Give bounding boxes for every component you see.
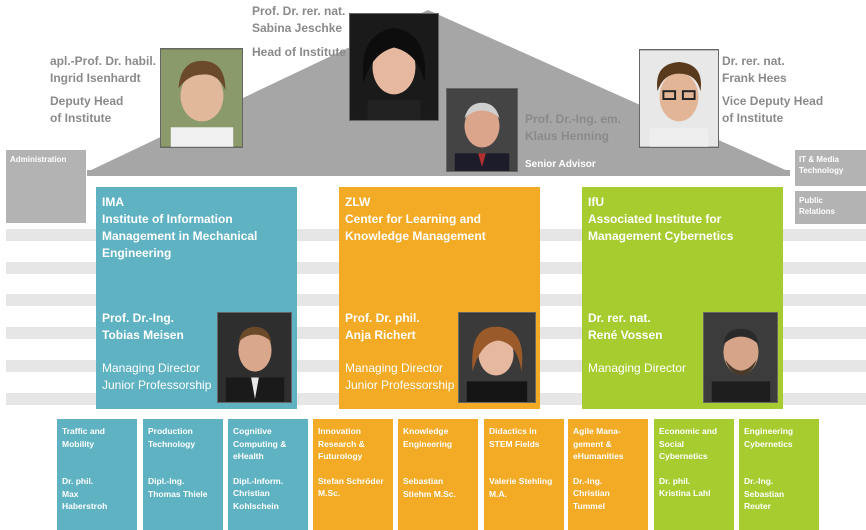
deputy-role: Deputy Head of Institute xyxy=(50,94,124,125)
department-title: Production Technology xyxy=(148,426,196,449)
institute-ima: IMA Institute of Information Management … xyxy=(96,187,297,409)
department-title: Innovation Research & Futurology xyxy=(318,426,365,461)
head-photo xyxy=(349,13,439,121)
department-title: Knowledge Engineering xyxy=(403,426,453,449)
institute-ifu-lead: Dr. rer. nat. René Vossen xyxy=(588,311,663,342)
department-person: Stefan Schröder M.Sc. xyxy=(318,475,384,499)
department-title: Traffic and Mobility xyxy=(62,426,105,449)
deputy-photo xyxy=(160,48,243,148)
department-person: Dipl.-Inform. Christian Kohlschein xyxy=(233,475,284,511)
institute-ima-roles: Managing Director Junior Professorship xyxy=(102,361,212,392)
department-person: Sebastian Stiehm M.Sc. xyxy=(403,476,456,499)
advisor-role: Senior Advisor xyxy=(525,159,596,170)
vice-deputy-name: Dr. rer. nat. Frank Hees xyxy=(722,54,787,85)
ima-lead-photo xyxy=(217,312,292,403)
department-engineering-cybernetics: Engineering Cybernetics Dr.-Ing. Sebasti… xyxy=(739,419,819,530)
institute-ifu-roles: Managing Director xyxy=(588,361,687,375)
department-title: Didactics in STEM Fields xyxy=(489,426,540,449)
department-knowledge-engineering: Knowledge Engineering Sebastian Stiehm M… xyxy=(398,419,478,530)
department-innovation-research: Innovation Research & Futurology Stefan … xyxy=(313,419,393,530)
department-person: Valerie Stehling M.A. xyxy=(489,476,553,499)
administration-box: Administration xyxy=(6,150,86,223)
head-role: Head of Institute xyxy=(252,45,347,59)
department-person: Dr.-Ing. Sebastian Reuter xyxy=(744,476,785,511)
institute-zlw-name: ZLW Center for Learning and Knowledge Ma… xyxy=(345,195,486,243)
institute-zlw: ZLW Center for Learning and Knowledge Ma… xyxy=(339,187,540,409)
department-agile-management: Agile Mana- gement & eHumanities Dr.-Ing… xyxy=(568,419,648,530)
department-person: Dr.-Ing. Christian Tummel xyxy=(573,475,610,511)
deputy-name: apl.-Prof. Dr. habil. Ingrid Isenhardt xyxy=(50,54,157,85)
department-cognitive-computing: Cognitive Computing & eHealth Dipl.-Info… xyxy=(228,419,308,530)
ifu-lead-photo xyxy=(703,312,778,403)
department-production-technology: Production Technology Dipl.-Ing. Thomas … xyxy=(143,419,223,530)
department-title: Engineering Cybernetics xyxy=(744,426,794,449)
institute-ima-lead: Prof. Dr.-Ing. Tobias Meisen xyxy=(102,311,184,342)
institute-ifu-name: IfU Associated Institute for Management … xyxy=(588,195,734,243)
department-title: Economic and Social Cybernetics xyxy=(659,426,718,461)
advisor-photo xyxy=(446,88,518,172)
department-title: Agile Mana- gement & eHumanities xyxy=(573,426,624,461)
department-traffic-mobility: Traffic and Mobility Dr. phil. Max Haber… xyxy=(57,419,137,530)
vice-deputy-photo xyxy=(639,49,719,148)
institute-zlw-lead: Prof. Dr. phil. Anja Richert xyxy=(345,311,420,342)
department-title: Cognitive Computing & eHealth xyxy=(233,426,287,461)
institute-ifu: IfU Associated Institute for Management … xyxy=(582,187,783,409)
department-economic-social-cybernetics: Economic and Social Cybernetics Dr. phil… xyxy=(654,419,734,530)
institute-ima-name: IMA Institute of Information Management … xyxy=(102,195,258,260)
vice-deputy-role: Vice Deputy Head of Institute xyxy=(722,94,824,125)
department-didactics-stem: Didactics in STEM Fields Valerie Stehlin… xyxy=(484,419,564,530)
it-media-box: IT & Media Technology xyxy=(795,150,866,186)
zlw-lead-photo xyxy=(458,312,536,403)
head-name: Prof. Dr. rer. nat. Sabina Jeschke xyxy=(252,4,346,35)
public-relations-box: Public Relations xyxy=(795,191,866,224)
department-person: Dr. phil. Max Haberstroh xyxy=(62,476,108,511)
department-person: Dr. phil. Kristina Lahl xyxy=(659,475,711,499)
department-person: Dipl.-Ing. Thomas Thiele xyxy=(148,476,208,499)
institute-zlw-roles: Managing Director Junior Professorship xyxy=(345,361,455,392)
advisor-name: Prof. Dr.-Ing. em. Klaus Henning xyxy=(525,112,622,143)
